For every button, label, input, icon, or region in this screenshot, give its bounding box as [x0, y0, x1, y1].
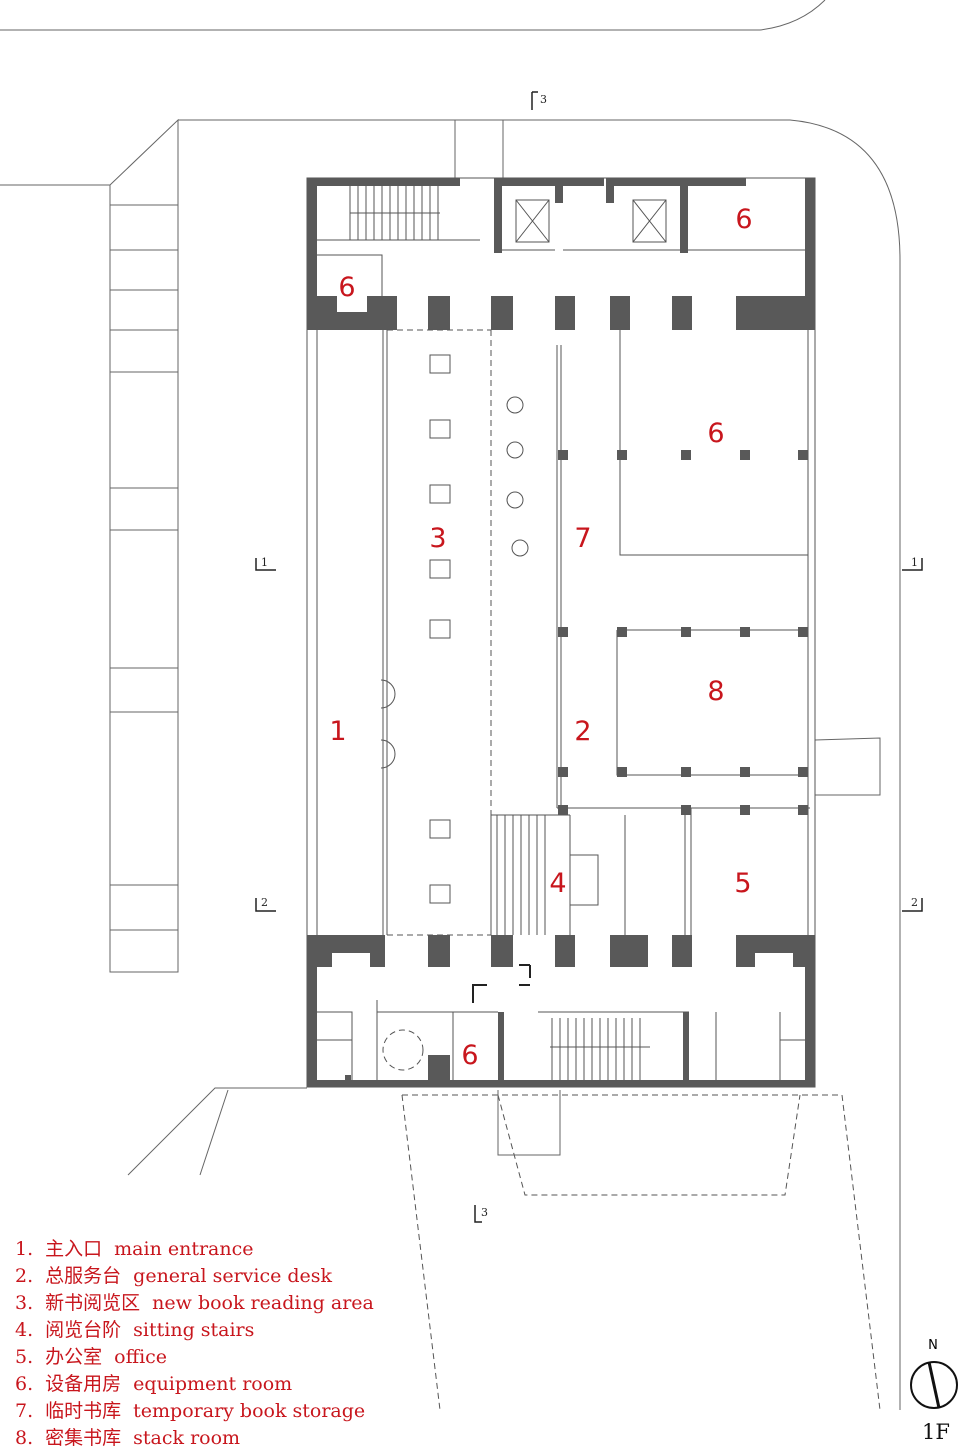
section-mark-1: 1	[261, 556, 268, 569]
legend-item: 6. 设备用房 equipment room	[15, 1371, 386, 1398]
legend-zh: 阅览台阶	[45, 1319, 122, 1341]
section-mark-3: 3	[481, 1206, 488, 1219]
legend-num: 5.	[15, 1346, 34, 1368]
legend-en: office	[114, 1346, 168, 1368]
section-mark-3: 3	[540, 93, 547, 106]
room-label-3: 3	[429, 523, 446, 554]
floor-label: 1F	[922, 1420, 950, 1444]
legend-en: general service desk	[133, 1265, 333, 1287]
room-label-7: 7	[574, 523, 591, 554]
legend-zh: 设备用房	[45, 1373, 122, 1395]
legend-en: sitting stairs	[133, 1319, 255, 1341]
north-arrow-icon	[910, 1361, 958, 1409]
legend-zh: 密集书库	[45, 1427, 122, 1447]
room-label-6: 6	[735, 204, 752, 235]
room-labels: 6 6 6 3 7 8 1 2 4 5 6	[329, 204, 752, 1071]
room-label-1: 1	[329, 716, 346, 747]
room-label-6: 6	[338, 272, 355, 303]
section-mark-2: 2	[911, 896, 918, 909]
legend-item: 2. 总服务台 general service desk	[15, 1263, 386, 1290]
legend-zh: 新书阅览区	[45, 1292, 141, 1314]
legend-num: 8.	[15, 1427, 34, 1447]
legend-num: 7.	[15, 1400, 34, 1422]
building	[306, 177, 816, 1088]
legend-num: 2.	[15, 1265, 34, 1287]
legend-zh: 临时书库	[45, 1400, 122, 1422]
room-label-2: 2	[574, 716, 591, 747]
north-indicator: N	[908, 1338, 958, 1353]
legend-num: 6.	[15, 1373, 34, 1395]
room-label-8: 8	[707, 676, 724, 707]
legend-item: 8. 密集书库 stack room	[15, 1425, 386, 1447]
legend-zh: 总服务台	[45, 1265, 122, 1287]
section-mark-1: 1	[911, 556, 918, 569]
legend-en: new book reading area	[152, 1292, 374, 1314]
legend-num: 3.	[15, 1292, 34, 1314]
site-context	[0, 0, 901, 1411]
stair-icon	[550, 1018, 650, 1080]
north-label: N	[928, 1338, 938, 1353]
section-markers: 3 3 1 1 2 2	[255, 91, 923, 1223]
legend-item: 3. 新书阅览区 new book reading area	[15, 1290, 386, 1317]
room-label-6: 6	[707, 418, 724, 449]
room-label-4: 4	[549, 868, 566, 899]
legend-num: 4.	[15, 1319, 34, 1341]
legend: 1. 主入口 main entrance 2. 总服务台 general service…	[15, 1236, 386, 1447]
legend-en: stack room	[133, 1427, 241, 1447]
legend-zh: 办公室	[45, 1346, 103, 1368]
legend-item: 4. 阅览台阶 sitting stairs	[15, 1317, 386, 1344]
legend-en: main entrance	[114, 1238, 254, 1260]
elevator-icon	[632, 199, 667, 243]
legend-item: 1. 主入口 main entrance	[15, 1236, 386, 1263]
columns	[558, 450, 808, 815]
legend-num: 1.	[15, 1238, 34, 1260]
legend-item: 5. 办公室 office	[15, 1344, 386, 1371]
stair-icon	[349, 186, 440, 240]
room-label-6: 6	[461, 1040, 478, 1071]
room-label-5: 5	[734, 868, 751, 899]
legend-item: 7. 临时书库 temporary book storage	[15, 1398, 386, 1425]
furniture	[380, 354, 529, 904]
legend-zh: 主入口	[45, 1238, 103, 1260]
legend-en: temporary book storage	[133, 1400, 366, 1422]
legend-en: equipment room	[133, 1373, 293, 1395]
elevator-icon	[515, 199, 550, 243]
section-mark-2: 2	[261, 896, 268, 909]
